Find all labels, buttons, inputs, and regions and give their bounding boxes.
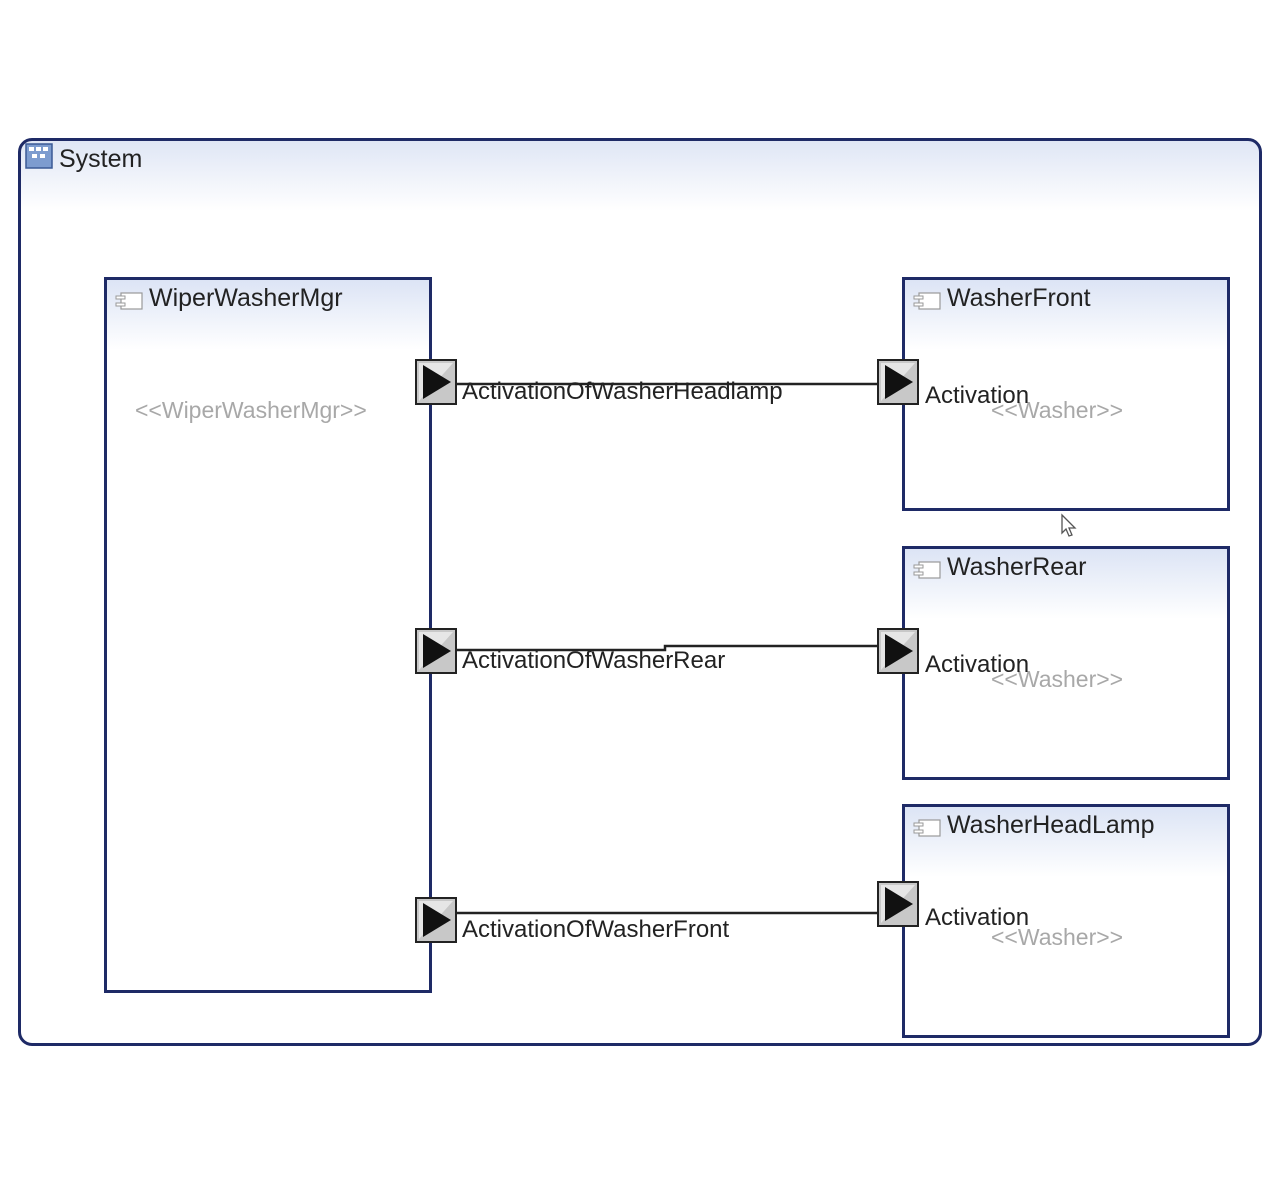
component-icon xyxy=(913,292,941,310)
port-in-washerrear[interactable] xyxy=(877,628,919,674)
connector-line-rear xyxy=(456,644,878,652)
connector-label-front: ActivationOfWasherFront xyxy=(462,916,730,943)
port-label: Activation xyxy=(925,651,1030,678)
component-title: WasherRear xyxy=(947,553,1087,581)
component-title: WiperWasherMgr xyxy=(149,284,343,312)
port-out-headlamp[interactable] xyxy=(415,359,457,405)
connector-label-rear: ActivationOfWasherRear xyxy=(462,647,726,674)
mouse-cursor-icon xyxy=(1061,513,1077,537)
component-title: WasherHeadLamp xyxy=(947,811,1155,839)
stereotype-label: <<Washer>> xyxy=(991,397,1124,423)
component-wiperwashermgr[interactable]: WiperWasherMgr <<WiperWasherMgr>> xyxy=(104,277,432,993)
component-icon xyxy=(913,561,941,579)
system-title: System xyxy=(59,145,143,173)
component-icon xyxy=(115,292,143,310)
port-label: Activation xyxy=(925,904,1030,931)
component-washerrear[interactable]: WasherRear <<Washer>> Activation xyxy=(902,546,1230,780)
stereotype-label: <<Washer>> xyxy=(991,666,1124,692)
port-out-front[interactable] xyxy=(415,897,457,943)
port-label: Activation xyxy=(925,382,1030,409)
stereotype-label: <<WiperWasherMgr>> xyxy=(135,397,367,423)
system-package-icon xyxy=(25,143,53,169)
component-washerfront[interactable]: WasherFront <<Washer>> Activation xyxy=(902,277,1230,511)
component-title: WasherFront xyxy=(947,284,1091,312)
connector-label-headlamp: ActivationOfWasherHeadlamp xyxy=(462,378,783,405)
port-out-rear[interactable] xyxy=(415,628,457,674)
port-in-washerfront[interactable] xyxy=(877,359,919,405)
component-washerheadlamp[interactable]: WasherHeadLamp <<Washer>> Activation xyxy=(902,804,1230,1038)
stereotype-label: <<Washer>> xyxy=(991,924,1124,950)
port-in-washerheadlamp[interactable] xyxy=(877,881,919,927)
component-icon xyxy=(913,819,941,837)
